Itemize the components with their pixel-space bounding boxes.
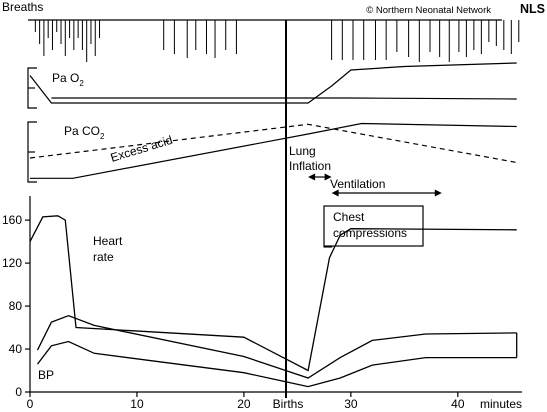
x-tick-label: 30 <box>344 397 358 411</box>
paco2-label: Pa CO2 <box>64 124 105 141</box>
ventilation-arrow-head-right <box>434 189 442 197</box>
chest-compressions-box <box>323 205 424 247</box>
interval-arrows <box>308 173 442 197</box>
bp-label: BP <box>38 368 54 382</box>
y-tick-label: 160 <box>2 213 22 227</box>
lung-inflation-arrow-head-right <box>324 173 332 181</box>
y-tick-label: 80 <box>9 299 23 313</box>
bp-line <box>36 315 517 379</box>
x-tick-label: 10 <box>130 397 144 411</box>
pao2-baseline-line <box>51 97 517 100</box>
breath-ticks <box>34 20 520 62</box>
chest-compressions-label-1: Chest <box>333 210 365 224</box>
bp-line <box>36 340 517 388</box>
lung-inflation-label-1: Lung <box>289 144 316 158</box>
x-unit-label: minutes <box>480 397 522 411</box>
axis-ticks: 0 40 80 120 160 0 10 20 30 40 <box>2 213 465 411</box>
heart-rate-line <box>29 215 517 372</box>
copyright-text: © Northern Neonatal Network <box>366 5 491 16</box>
lung-inflation-arrow-head-left <box>308 173 316 181</box>
y-tick-label: 120 <box>2 256 22 270</box>
y-tick-label: 40 <box>9 342 23 356</box>
pao2-line <box>29 62 517 104</box>
heart-rate-label-2: rate <box>93 250 114 264</box>
heart-rate-label-1: Heart <box>93 234 123 248</box>
pao2-label: Pa O2 <box>52 71 84 88</box>
ventilation-arrow-head-left <box>331 189 339 197</box>
excess-acid-label: Excess acid <box>109 133 174 165</box>
births-axis-label: Births <box>273 397 304 411</box>
y-tick-label: 0 <box>15 385 22 399</box>
breaths-label: Breaths <box>2 0 43 14</box>
physiology-lines <box>29 62 517 179</box>
series-lines <box>29 215 518 388</box>
x-tick-label: 40 <box>451 397 465 411</box>
paco2-line <box>29 123 517 164</box>
nls-logo: NLS <box>520 2 545 16</box>
ventilation-label: Ventilation <box>330 177 385 191</box>
x-tick-label: 0 <box>27 397 34 411</box>
excess-acid-line <box>30 122 517 179</box>
lung-inflation-label-2: Inflation <box>289 159 331 173</box>
x-tick-label: 20 <box>237 397 251 411</box>
